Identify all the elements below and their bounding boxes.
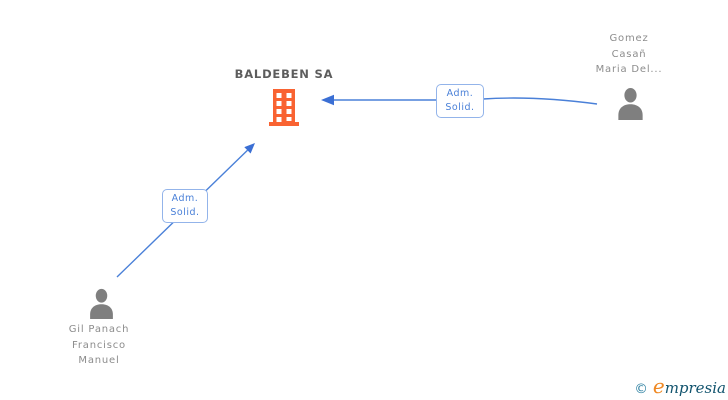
copyright-icon: ©	[634, 381, 648, 397]
arrowhead-left-icon	[321, 94, 334, 106]
brand-rest: mpresia	[664, 379, 726, 397]
edge-label-adm-solid-right[interactable]: Adm. Solid.	[436, 84, 484, 118]
person-name-line: Francisco	[72, 339, 126, 351]
brand-wordmark: empresia	[653, 374, 726, 398]
building-icon[interactable]	[269, 89, 299, 126]
person-name-line: Manuel	[78, 355, 120, 366]
empresia-logo[interactable]: © empresia	[634, 374, 726, 398]
person-node-gomez[interactable]: Gomez Casañ Maria Del...	[564, 31, 694, 78]
edge-label-adm-solid-left[interactable]: Adm. Solid.	[162, 189, 208, 223]
edge-label-line: Adm.	[171, 193, 199, 204]
edge-label-line: Adm.	[446, 88, 474, 99]
person-icon[interactable]	[86, 287, 117, 320]
person-node-gil[interactable]: Gil Panach Francisco Manuel	[34, 322, 164, 369]
person-name-line: Gomez	[609, 33, 649, 44]
person-name-line: Maria Del...	[595, 64, 663, 75]
arrowhead-up-right-icon	[244, 143, 255, 154]
edge-label-line: Solid.	[170, 207, 200, 218]
company-node-label[interactable]: BALDEBEN SA	[234, 67, 334, 81]
edge-gomez-to-company	[321, 94, 598, 106]
person-name-line: Casañ	[611, 48, 647, 60]
person-name-line: Gil Panach	[68, 324, 130, 335]
brand-initial: e	[652, 374, 665, 398]
person-icon[interactable]	[614, 87, 647, 120]
edge-label-line: Solid.	[445, 102, 475, 113]
